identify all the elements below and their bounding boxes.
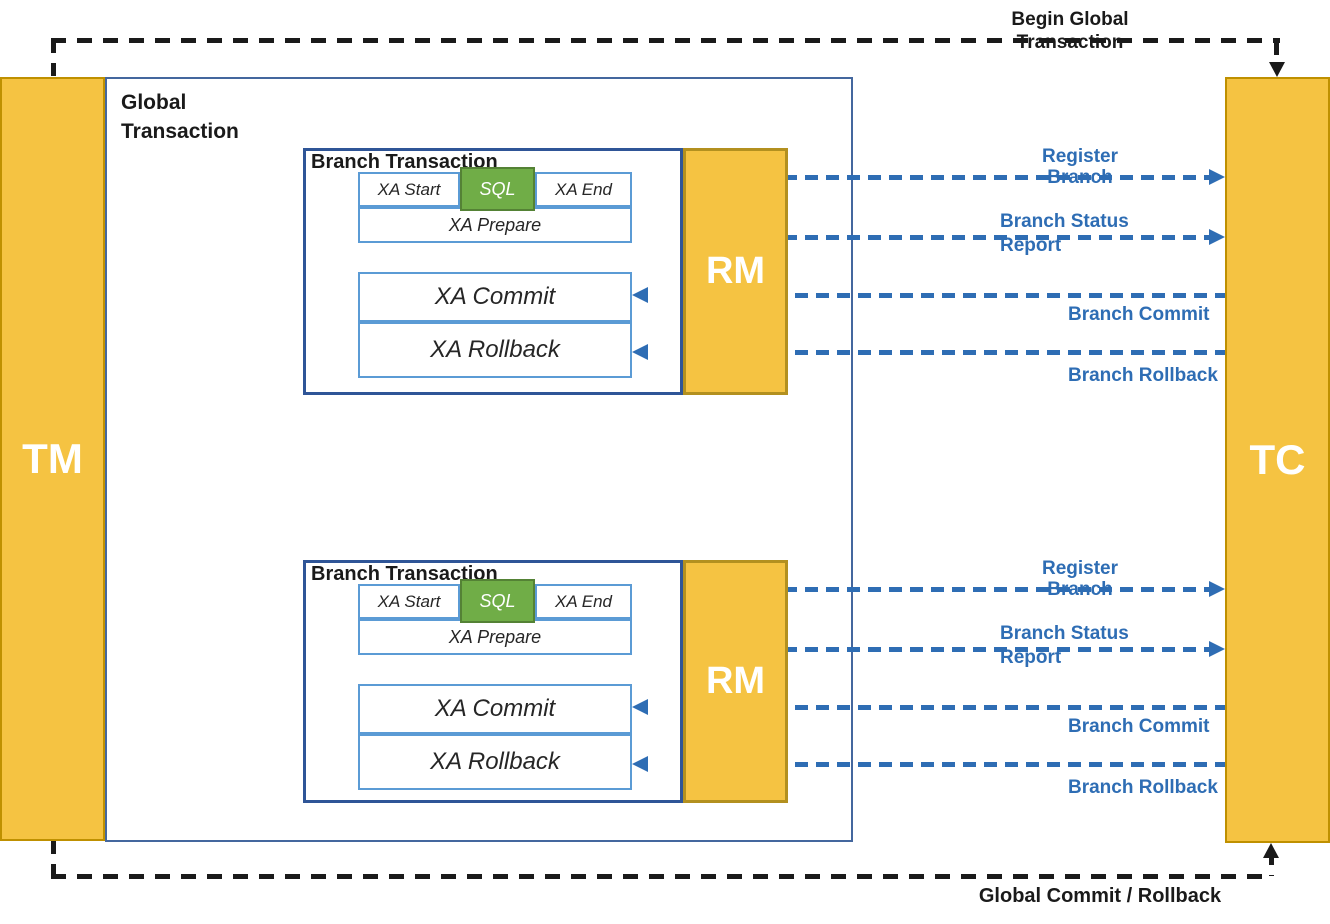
register-branch-label: Register Branch	[1041, 558, 1119, 600]
global-transaction-box: Global Transaction	[105, 77, 853, 842]
begin-global-label: Begin Global Transaction	[1011, 9, 1129, 53]
tc-box: TC	[1225, 77, 1330, 843]
tm-label: TM	[22, 435, 83, 482]
branch-status-label: Branch Status Report	[1000, 623, 1129, 668]
global-commit-line-left	[51, 841, 56, 877]
branch-status-label: Branch Status Report	[1000, 211, 1129, 256]
arrow-right-icon	[1209, 229, 1225, 245]
arrow-right-icon	[1209, 581, 1225, 597]
begin-global-line	[51, 38, 1280, 43]
begin-global-line-left	[51, 40, 56, 77]
tc-label: TC	[1249, 436, 1306, 483]
global-commit-line-right	[1269, 852, 1274, 876]
arrow-up-icon	[1263, 843, 1279, 858]
branch-rollback-label: Branch Rollback	[1068, 365, 1218, 386]
branch-rollback-label: Branch Rollback	[1068, 777, 1218, 798]
begin-global-line-right	[1274, 42, 1279, 64]
branch-commit-label: Branch Commit	[1068, 716, 1210, 737]
arrow-right-icon	[1209, 641, 1225, 657]
global-transaction-title: Global Transaction	[121, 91, 239, 143]
tm-box: TM	[0, 77, 105, 841]
arrow-right-icon	[1209, 169, 1225, 185]
global-commit-label: Global Commit / Rollback	[978, 885, 1222, 907]
global-commit-line	[51, 874, 1273, 879]
arrow-down-icon	[1269, 62, 1285, 77]
register-branch-label: Register Branch	[1041, 146, 1119, 188]
branch-commit-label: Branch Commit	[1068, 304, 1210, 325]
